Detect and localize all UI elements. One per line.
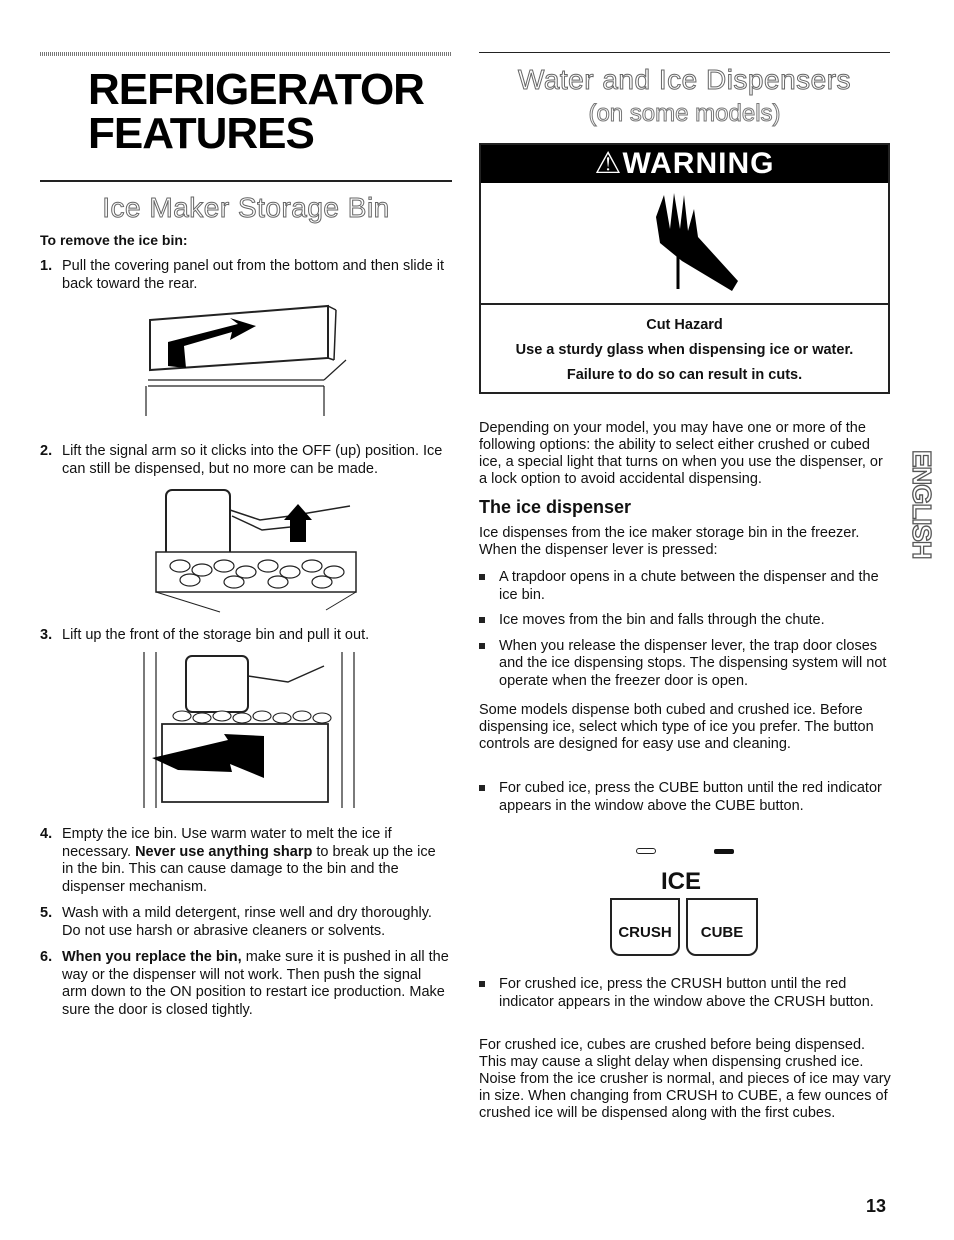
list-item: For cubed ice, press the CUBE button unt…	[479, 780, 891, 815]
warning-box: ⚠WARNING Cut Hazard Use a sturdy glass w…	[479, 143, 890, 394]
step-item: 2.Lift the signal arm so it clicks into …	[40, 443, 443, 477]
slide-arrow-icon	[168, 318, 256, 368]
cut-hand-icon	[655, 193, 738, 291]
step-item: 1.Pull the covering panel out from the b…	[40, 258, 445, 292]
step-item: 4.Empty the ice bin. Use warm water to m…	[40, 826, 436, 895]
top-dotted-rule	[40, 52, 452, 56]
covering-panel-illustration	[145, 304, 347, 416]
warning-divider	[481, 303, 888, 305]
pull-arrow-icon	[152, 734, 264, 778]
ice-dispenser-description: Ice dispenses from the ice maker storage…	[479, 525, 860, 558]
warning-line-2: Failure to do so can result in cuts.	[566, 367, 803, 383]
cube-button[interactable]: CUBE	[686, 898, 758, 956]
step-item: 3.Lift up the front of the storage bin a…	[40, 627, 370, 643]
ice-button-panel: ICE CRUSH CUBE	[606, 840, 766, 960]
step-list-2: 2.Lift the signal arm so it clicks into …	[40, 443, 450, 478]
step-item: 6.When you replace the bin, make sure it…	[40, 949, 449, 1018]
cube-indicator-window	[714, 849, 734, 854]
warning-text-block: Cut Hazard Use a sturdy glass when dispe…	[481, 313, 888, 388]
right-top-rule	[479, 52, 890, 53]
section-subtitle: (on some models)	[588, 100, 781, 128]
crush-button[interactable]: CRUSH	[610, 898, 680, 956]
ice-label: ICE	[660, 868, 701, 895]
remove-ice-bin-heading: To remove the ice bin:	[40, 232, 188, 248]
title-divider	[40, 180, 452, 182]
step-item: 5.Wash with a mild detergent, rinse well…	[40, 905, 432, 939]
section-title-ice-bin: Ice Maker Storage Bin	[102, 192, 390, 224]
list-item: A trapdoor opens in a chute between the …	[479, 569, 891, 604]
crush-bullet-list: For crushed ice, press the CRUSH button …	[479, 976, 891, 1019]
warning-line-1: Use a sturdy glass when dispensing ice o…	[515, 342, 854, 358]
list-item: For crushed ice, press the CRUSH button …	[479, 976, 891, 1011]
hazard-title: Cut Hazard	[646, 317, 723, 333]
warning-triangle-icon: ⚠	[594, 147, 623, 180]
page-title-line2: FEATURES	[88, 109, 315, 158]
pull-out-bin-illustration	[143, 652, 355, 808]
up-arrow-icon	[284, 504, 312, 542]
language-side-tab: ENGLISH	[906, 449, 937, 559]
step-list-1: 1.Pull the covering panel out from the b…	[40, 258, 450, 293]
section-title-dispensers: Water and Ice Dispensers	[517, 64, 852, 96]
page-number: 13	[866, 1196, 887, 1216]
dispenser-bullets: A trapdoor opens in a chute between the …	[479, 569, 891, 698]
crush-indicator-window	[636, 848, 656, 854]
list-item: Ice moves from the bin and falls through…	[479, 612, 891, 630]
page-title-line1: REFRIGERATOR	[88, 65, 425, 114]
cube-bullet-list: For cubed ice, press the CUBE button unt…	[479, 780, 891, 823]
step-list-4-6: 4.Empty the ice bin. Use warm water to m…	[40, 826, 450, 1019]
warning-header: ⚠WARNING	[481, 145, 888, 183]
dispenser-intro-paragraph: Depending on your model, you may have on…	[479, 420, 883, 487]
list-item: When you release the dispenser lever, th…	[479, 638, 891, 691]
cubed-crushed-paragraph: Some models dispense both cubed and crus…	[479, 702, 874, 752]
crushed-ice-closing-paragraph: For crushed ice, cubes are crushed befor…	[479, 1037, 891, 1121]
signal-arm-illustration	[155, 489, 357, 613]
step-list-3: 3.Lift up the front of the storage bin a…	[40, 627, 450, 645]
ice-dispenser-heading: The ice dispenser	[479, 497, 632, 517]
